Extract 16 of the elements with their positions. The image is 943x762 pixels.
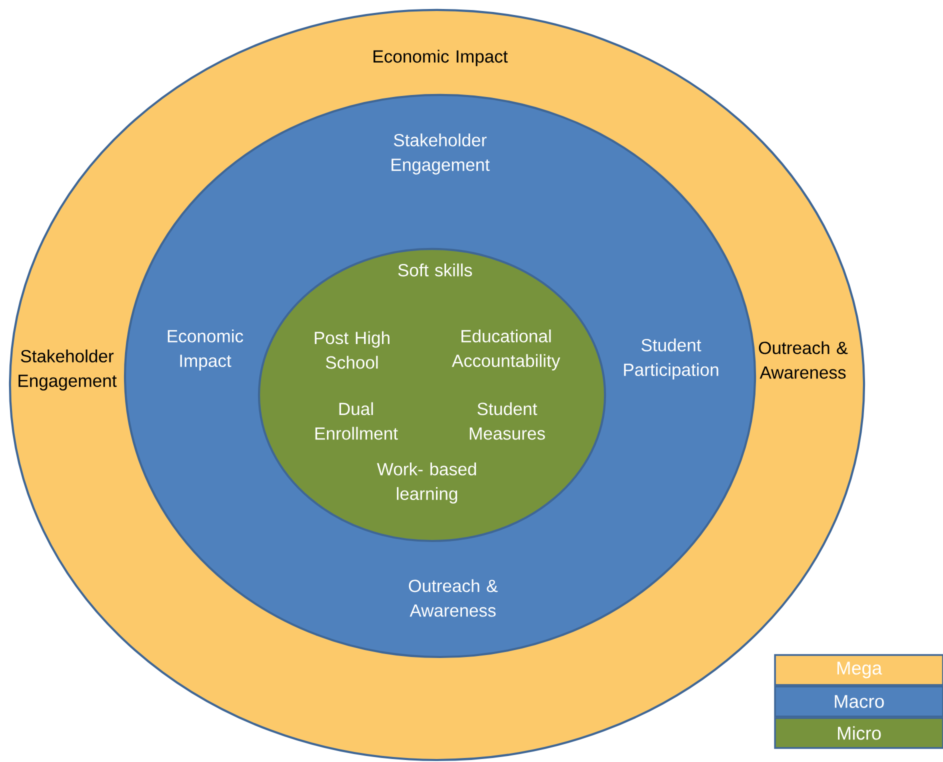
legend-label: Macro bbox=[834, 695, 884, 708]
ring-label: Dual Enrollment bbox=[315, 402, 398, 440]
ring-label: Stakeholder Engagement bbox=[392, 134, 490, 174]
ring-label: Soft skills bbox=[398, 264, 472, 276]
ring-label: Stakeholder Engagement bbox=[18, 350, 117, 390]
ring-label: Economic Impact bbox=[374, 50, 508, 66]
legend-label: Mega bbox=[837, 662, 882, 678]
ring-label: Economic Impact bbox=[168, 330, 244, 370]
ring-label: Post High School bbox=[314, 331, 390, 369]
ring-label: Student Measures bbox=[470, 402, 545, 440]
ring-label: Outreach & Awareness bbox=[408, 579, 498, 617]
legend-label: Micro bbox=[838, 726, 881, 740]
ring-label: Student Participation bbox=[624, 338, 718, 380]
ring-label: Outreach & Awareness bbox=[758, 341, 848, 379]
ring-label: Work- based learning bbox=[376, 462, 476, 504]
ring-label: Educational Accountability bbox=[452, 330, 560, 370]
